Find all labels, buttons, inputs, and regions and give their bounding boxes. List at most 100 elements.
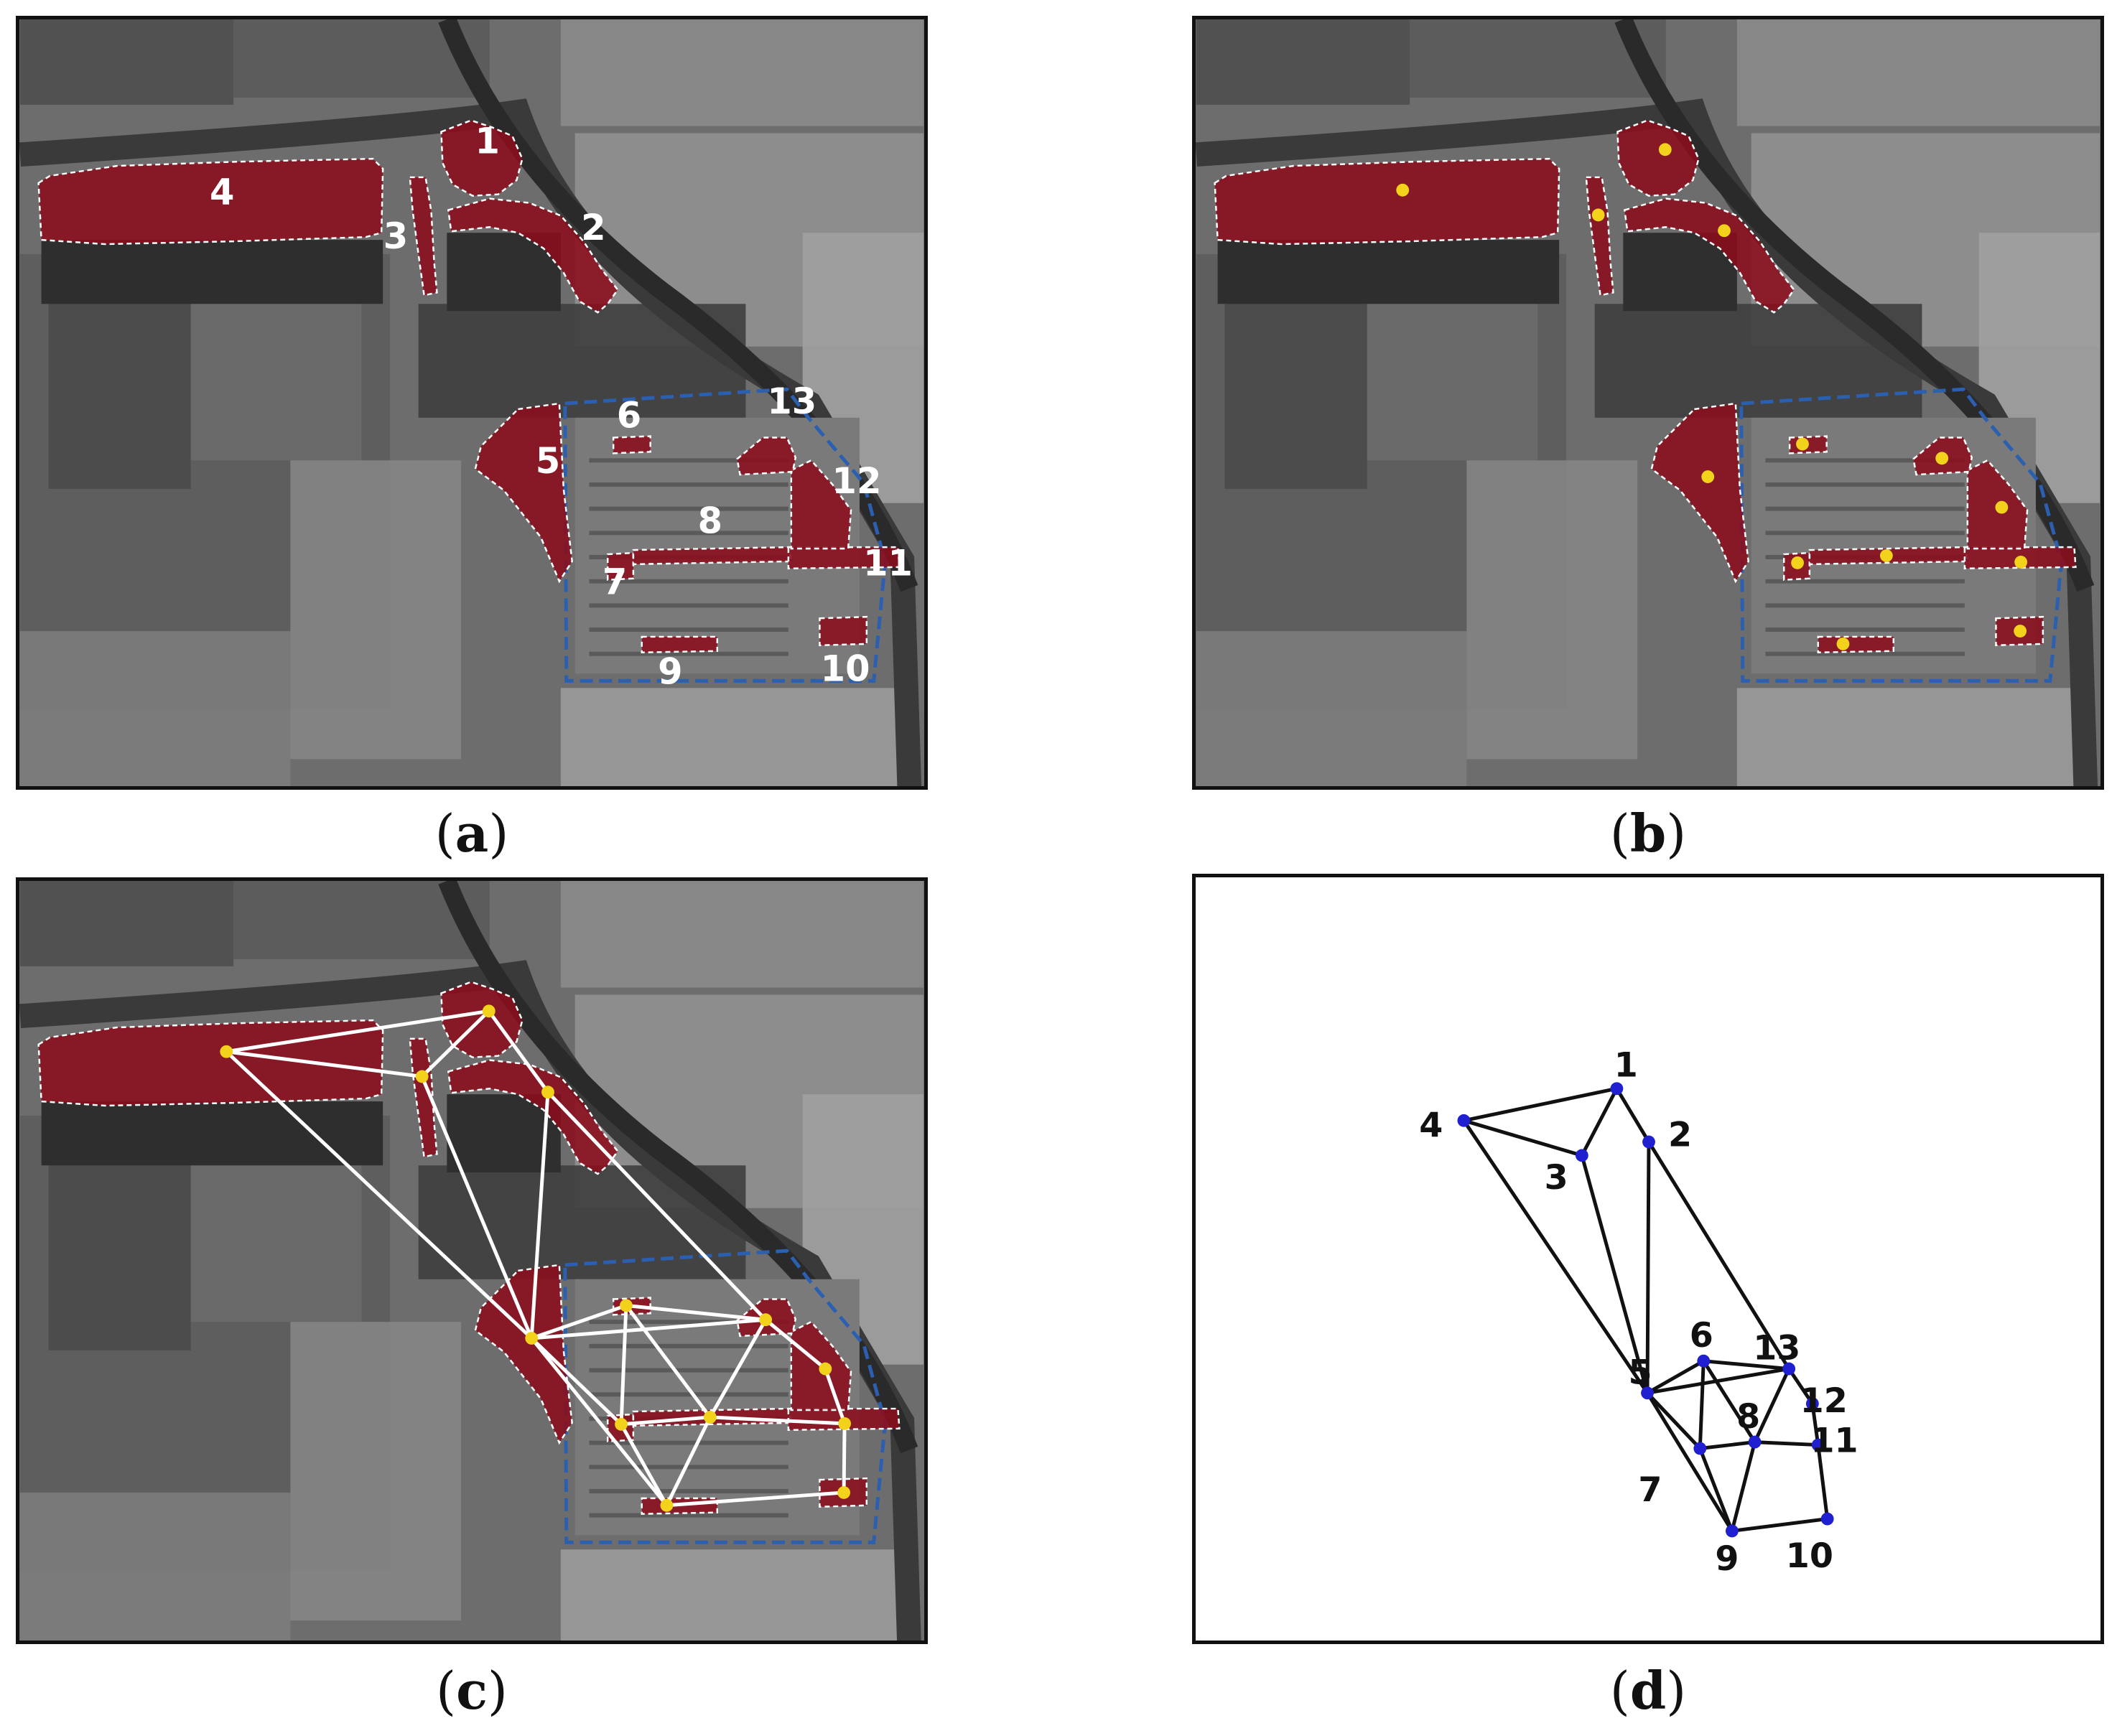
overlay-node-2 bbox=[541, 1086, 554, 1099]
region-4 bbox=[37, 1019, 384, 1107]
graph-edge-6-7 bbox=[1698, 1361, 1706, 1449]
graph-node-4 bbox=[1457, 1114, 1471, 1127]
centroid-7 bbox=[1791, 556, 1804, 569]
overlay-edge-12-11 bbox=[824, 1368, 847, 1424]
overlay-node-6 bbox=[620, 1299, 633, 1312]
imagery-background bbox=[19, 881, 924, 1641]
graph-edge-4-1 bbox=[1463, 1086, 1617, 1123]
graph-node-7 bbox=[1693, 1442, 1707, 1455]
overlay-node-7 bbox=[615, 1417, 628, 1431]
overlay-edge-5-13 bbox=[531, 1317, 766, 1340]
centroid-points bbox=[1396, 143, 2028, 650]
centroid-9 bbox=[1836, 637, 1850, 650]
overlay-edge-4-1 bbox=[225, 1009, 490, 1054]
graph-node-11 bbox=[1811, 1438, 1825, 1452]
region-1 bbox=[1616, 119, 1700, 197]
imagery-background bbox=[1196, 19, 2100, 786]
overlay-edge-6-8 bbox=[624, 1304, 712, 1419]
region-label-8: 8 bbox=[698, 500, 722, 541]
graph-node-5 bbox=[1641, 1386, 1654, 1400]
site-boundary bbox=[563, 387, 888, 683]
overlay-edge-6-13 bbox=[625, 1303, 766, 1322]
graph-node-label-8: 8 bbox=[1736, 1397, 1760, 1437]
overlay-edge-11-10 bbox=[842, 1423, 847, 1493]
graph-edge-4-3 bbox=[1463, 1119, 1583, 1157]
region-9 bbox=[641, 635, 719, 654]
graph-edge-3-5 bbox=[1580, 1154, 1650, 1394]
graph-edges bbox=[1462, 1086, 1830, 1533]
graph-node-13 bbox=[1782, 1362, 1796, 1376]
region-label-10: 10 bbox=[821, 648, 870, 689]
region-10 bbox=[819, 615, 868, 647]
graph-edge-9-10 bbox=[1731, 1517, 1828, 1533]
region-13 bbox=[736, 437, 797, 476]
graph-edge-8-9 bbox=[1730, 1441, 1757, 1532]
region-12 bbox=[790, 459, 852, 550]
graph-edge-1-3 bbox=[1580, 1088, 1619, 1157]
overlay-node-13 bbox=[759, 1313, 773, 1327]
graph-edge-13-12 bbox=[1787, 1368, 1814, 1405]
graph-edge-5-9 bbox=[1645, 1391, 1734, 1532]
region-label-9: 9 bbox=[658, 650, 682, 692]
overlay-node-4 bbox=[220, 1045, 233, 1058]
graph-node-points bbox=[1457, 1082, 1834, 1538]
graph-edge-11-10 bbox=[1816, 1445, 1830, 1519]
graph-node-label-5: 5 bbox=[1629, 1353, 1652, 1392]
overlay-edge-6-7 bbox=[619, 1305, 628, 1424]
centroid-1 bbox=[1658, 143, 1672, 157]
graph-node-label-1: 1 bbox=[1614, 1045, 1638, 1085]
caption-a: (a) bbox=[434, 803, 509, 864]
centroid-2 bbox=[1718, 224, 1731, 238]
overlay-edge-1-2 bbox=[487, 1009, 550, 1093]
graph-node-label-2: 2 bbox=[1668, 1115, 1692, 1154]
graph-edge-6-8 bbox=[1702, 1360, 1757, 1443]
overlay-node-10 bbox=[837, 1486, 851, 1499]
graph-edge-12-11 bbox=[1810, 1403, 1820, 1445]
graph-edge-13-8 bbox=[1753, 1368, 1791, 1443]
caption-c: (c) bbox=[435, 1660, 508, 1721]
graph-edge-4-5 bbox=[1462, 1119, 1650, 1394]
graph-node-6 bbox=[1697, 1354, 1711, 1368]
overlay-node-1 bbox=[482, 1004, 495, 1018]
region-1 bbox=[440, 119, 524, 197]
region-3 bbox=[1585, 176, 1614, 297]
graph-edge-5-6 bbox=[1646, 1359, 1705, 1395]
overlay-edge-1-3 bbox=[420, 1009, 490, 1078]
graph-node-2 bbox=[1642, 1135, 1655, 1149]
graph-node-label-12: 12 bbox=[1800, 1381, 1848, 1421]
overlay-edge-7-9 bbox=[619, 1423, 669, 1506]
overlay-node-11 bbox=[838, 1417, 852, 1430]
overlay-edge-4-3 bbox=[225, 1050, 422, 1078]
graph-node-8 bbox=[1748, 1435, 1762, 1449]
region-9 bbox=[1817, 635, 1895, 654]
overlay-edge-13-12 bbox=[764, 1318, 827, 1371]
region-4 bbox=[37, 157, 384, 246]
graph-edge-1-2 bbox=[1615, 1087, 1651, 1143]
overlay-node-3 bbox=[415, 1070, 429, 1083]
centroid-4 bbox=[1396, 183, 1410, 197]
overlay-edge-8-11 bbox=[709, 1415, 845, 1426]
site-boundary bbox=[1739, 387, 2064, 683]
overlay-edge-7-8 bbox=[620, 1415, 711, 1427]
region-label-13: 13 bbox=[767, 381, 816, 422]
graph-node-label-9: 9 bbox=[1715, 1539, 1739, 1579]
graph-edge-7-8 bbox=[1700, 1440, 1755, 1450]
centroid-3 bbox=[1591, 208, 1605, 222]
graph-node-label-4: 4 bbox=[1419, 1106, 1443, 1146]
centroid-8 bbox=[1879, 549, 1893, 562]
region-11 bbox=[787, 546, 901, 570]
region-6 bbox=[612, 435, 651, 454]
graph-node-3 bbox=[1575, 1149, 1588, 1162]
overlay-node-9 bbox=[660, 1498, 674, 1512]
region-4 bbox=[1214, 157, 1560, 246]
region-label-5: 5 bbox=[536, 440, 560, 482]
overlay-edge-9-10 bbox=[666, 1490, 845, 1508]
region-7 bbox=[606, 551, 635, 581]
centroid-12 bbox=[1995, 500, 2009, 514]
graph-edge-6-13 bbox=[1703, 1359, 1790, 1371]
